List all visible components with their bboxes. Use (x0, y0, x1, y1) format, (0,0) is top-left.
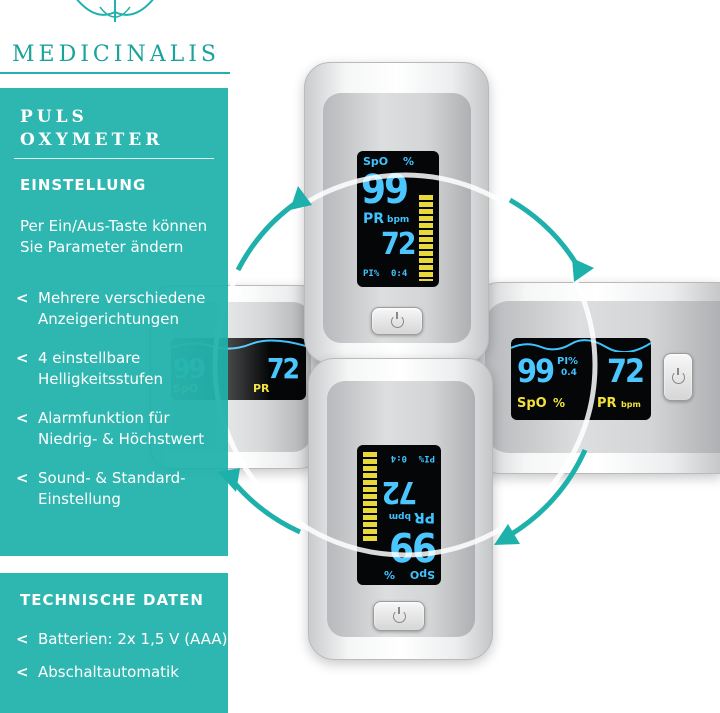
top-percent-label: % (403, 155, 415, 168)
brand-divider (0, 72, 230, 74)
chevron-left-icon: < (16, 469, 29, 487)
top-pr-value: 72 (381, 227, 417, 262)
power-icon (391, 312, 404, 328)
list-item: <Alarmfunktion für Niedrig- & Höchstwert (16, 409, 205, 448)
right-spo2-label: SpO (517, 396, 547, 411)
settings-intro: Per Ein/Aus-Taste können Sie Parameter ä… (20, 217, 208, 256)
right-spo2-value: 99 (517, 352, 555, 390)
right-screen: 99 PI% 0.4 72 SpO % PR bpm (511, 338, 651, 420)
right-bpm-label: bpm (621, 400, 641, 409)
title-divider (14, 158, 214, 159)
list-item: <4 einstellbare Helligkeitsstufen (16, 349, 163, 388)
bottom-power-button[interactable] (373, 601, 425, 631)
top-spo2-label: SpO (363, 155, 389, 168)
top-bpm-label: bpm (387, 215, 410, 225)
chevron-left-icon: < (16, 663, 29, 681)
list-item: <Sound- & Standard-Einstellung (16, 469, 186, 508)
power-icon (672, 368, 685, 384)
pleth-wave-icon (511, 339, 651, 352)
chevron-left-icon: < (16, 289, 29, 307)
technical-data-panel: TECHNISCHE DATEN <Batterien: 2x 1,5 V (A… (0, 573, 228, 713)
settings-panel: PULS OXYMETER EINSTELLUNG Per Ein/Aus-Ta… (0, 88, 228, 556)
right-pr-label: PR (597, 396, 617, 411)
brand-name: MEDICINALIS (12, 42, 220, 67)
list-item: <Abschaltautomatik (16, 663, 179, 681)
top-power-button[interactable] (371, 307, 423, 335)
brand-logo-icon (76, 0, 154, 22)
power-icon (393, 607, 406, 623)
chevron-left-icon: < (16, 349, 29, 367)
right-power-button[interactable] (663, 353, 693, 401)
technical-list: <Batterien: 2x 1,5 V (AAA) <Abschaltauto… (16, 629, 228, 695)
top-signal-bar (419, 195, 433, 281)
right-pr-value: 72 (607, 352, 645, 390)
top-pi-value: 0:4 (391, 269, 408, 279)
top-pr-label: PR (363, 211, 385, 227)
right-pi-label: PI% (557, 356, 579, 367)
product-title: PULS OXYMETER (20, 107, 164, 150)
right-pi-value: 0.4 (561, 368, 577, 378)
list-item: <Mehrere verschiedene Anzeigerichtungen (16, 289, 206, 328)
feature-list: <Mehrere verschiedene Anzeigerichtungen … (16, 288, 228, 528)
section-title-technical: TECHNISCHE DATEN (20, 591, 204, 609)
list-item: <Batterien: 2x 1,5 V (AAA) (16, 630, 228, 648)
right-percent-label: % (553, 396, 566, 410)
chevron-left-icon: < (16, 409, 29, 427)
top-pi-label: PI% (363, 269, 380, 279)
oximeter-bottom: SpO % 99 PR bpm 72 PI% 0:4 (308, 358, 493, 660)
section-title-settings: EINSTELLUNG (20, 176, 147, 194)
oximeter-right: 99 PI% 0.4 72 SpO % PR bpm (470, 282, 720, 474)
chevron-left-icon: < (16, 630, 29, 648)
oximeter-top: SpO % 99 PR bpm 72 PI% 0:4 (304, 62, 489, 364)
